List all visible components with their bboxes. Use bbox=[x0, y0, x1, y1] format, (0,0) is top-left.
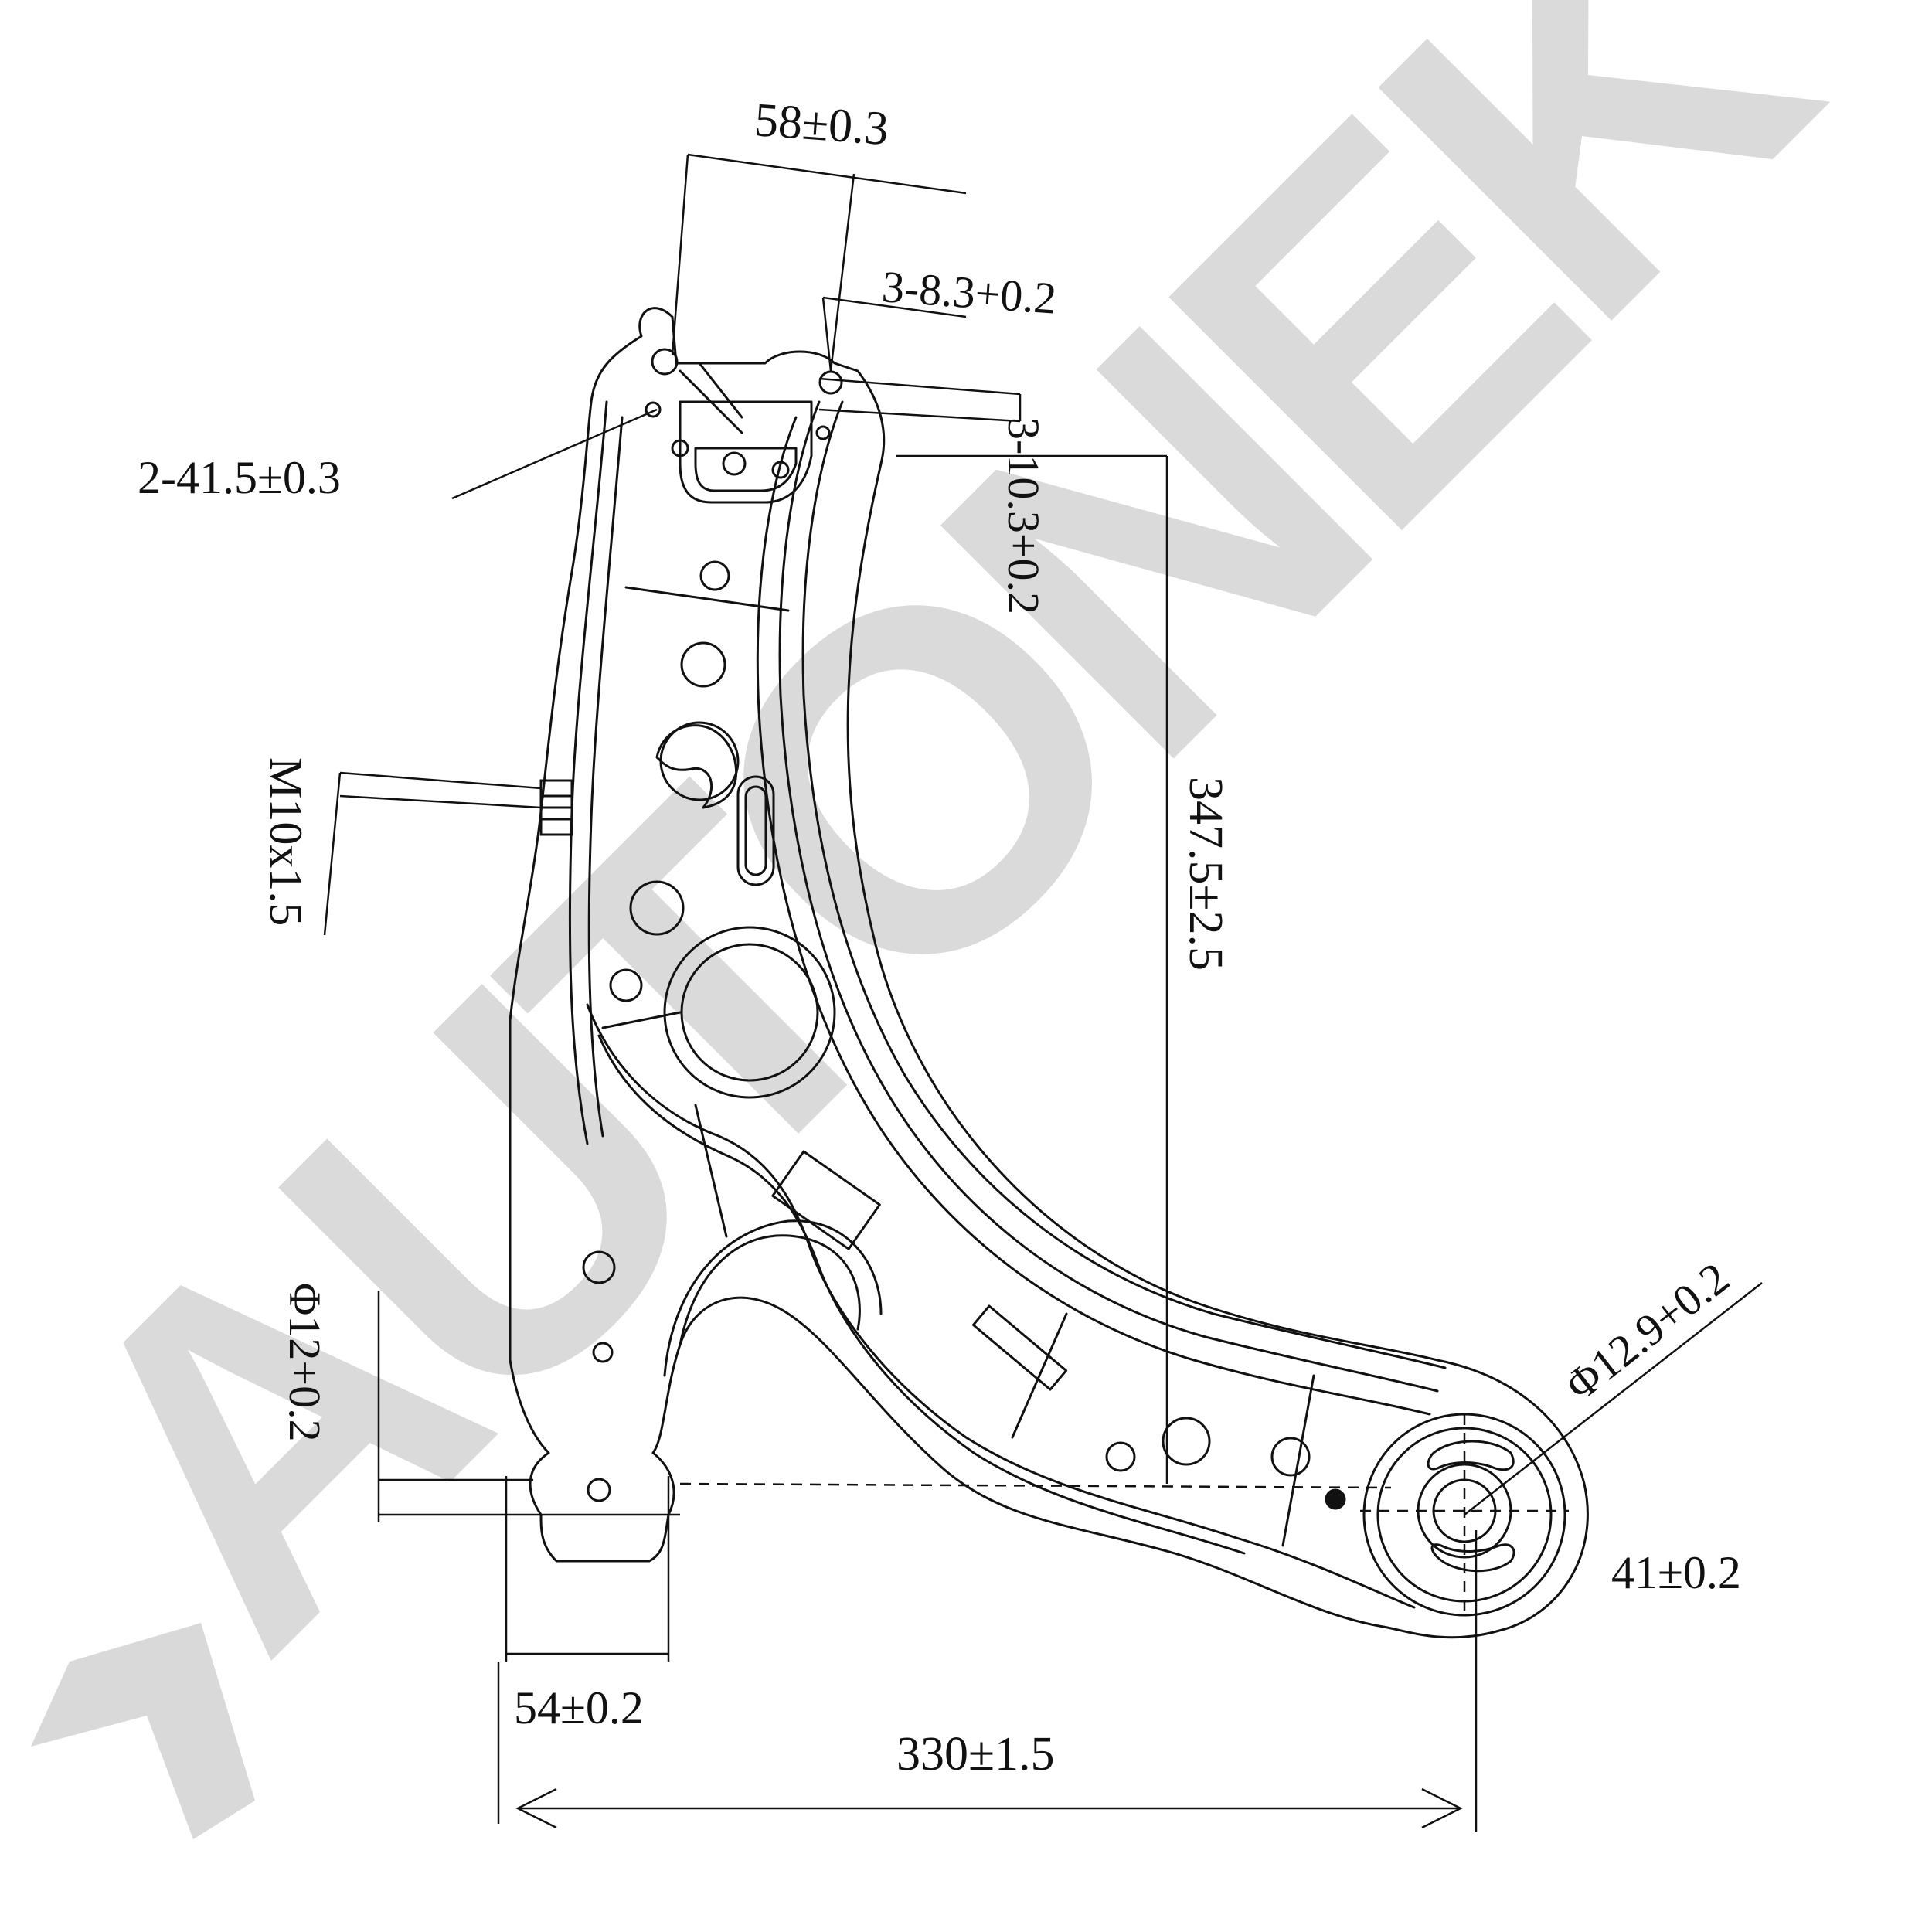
top-hole-small bbox=[815, 425, 831, 440]
arm-lower-inner-edge-2 bbox=[597, 1034, 1246, 1555]
hole-3 bbox=[659, 721, 740, 801]
arm-outer-contour bbox=[509, 307, 1589, 1639]
dim-overall-length: 330±1.5 bbox=[896, 1728, 1055, 1781]
slot-opening-inner bbox=[744, 785, 767, 876]
arm-inner-rib-5 bbox=[756, 416, 1431, 1416]
top-hole-center bbox=[722, 451, 747, 476]
hole-10 bbox=[1270, 1437, 1311, 1477]
dim-thread: M10x1.5 bbox=[260, 757, 311, 926]
hole-2 bbox=[680, 641, 726, 688]
arm-inner-rib-2 bbox=[587, 416, 624, 1138]
dim-bottom-pin-dia: Φ12+0.2 bbox=[280, 1283, 330, 1442]
hole-1 bbox=[699, 560, 730, 591]
large-hole-inner bbox=[680, 943, 819, 1082]
pin-hole bbox=[587, 1478, 611, 1502]
bushing-kidney-top bbox=[1427, 1440, 1515, 1471]
watermark-chevron bbox=[31, 1623, 255, 1839]
dim-pin-width: 54±0.2 bbox=[514, 1682, 644, 1733]
top-bracket bbox=[679, 400, 813, 504]
dim-top-width: 58±0.3 bbox=[753, 94, 890, 155]
top-hole-small-3 bbox=[671, 439, 689, 457]
dim-left-holes: 2-41.5±0.3 bbox=[138, 452, 341, 503]
dim-bushing-dia: Φ12.9+0.2 bbox=[1556, 1253, 1738, 1411]
hole-9 bbox=[1105, 1441, 1136, 1472]
arm-pin-curve bbox=[679, 1234, 861, 1346]
top-hole-right bbox=[818, 370, 843, 395]
hole-6 bbox=[582, 1250, 616, 1284]
hole-7 bbox=[592, 1342, 614, 1363]
arm-section-line-2 bbox=[601, 1011, 682, 1029]
top-hole-small-2 bbox=[645, 401, 662, 418]
large-hole-outer bbox=[663, 926, 836, 1099]
dim-height: 347.5±2.5 bbox=[1179, 777, 1232, 971]
stamp-rect-1 bbox=[771, 1150, 881, 1250]
top-hole-small-4 bbox=[771, 461, 790, 479]
dim-bushing-width: 41±0.2 bbox=[1611, 1547, 1741, 1598]
arm-section-line-4 bbox=[1011, 1312, 1068, 1439]
dim-right-holes: 3-10.3+0.2 bbox=[998, 417, 1049, 614]
top-bracket-inner bbox=[694, 447, 798, 492]
hole-8 bbox=[1162, 1417, 1211, 1466]
slot-opening bbox=[736, 775, 775, 886]
hole-5 bbox=[609, 968, 643, 1002]
arm-pin-curve-2 bbox=[663, 1219, 883, 1377]
arm-lower-inner-edge bbox=[586, 1003, 1416, 1609]
arm-section-line-5 bbox=[1281, 1374, 1315, 1547]
arm-inner-rib-4 bbox=[801, 400, 1447, 1369]
hole-4 bbox=[629, 880, 685, 936]
dim-top-holes: 3-8.3+0.2 bbox=[880, 261, 1058, 324]
bushing-kidney-bottom bbox=[1430, 1543, 1515, 1573]
top-hole-left bbox=[651, 348, 679, 376]
arm-section-line-3 bbox=[694, 1104, 728, 1238]
hole-3-crescent bbox=[655, 724, 738, 809]
stamp-rect-2 bbox=[971, 1304, 1068, 1391]
arm-inner-rib-3 bbox=[778, 400, 1439, 1393]
dimension-lines bbox=[323, 153, 1763, 1832]
hole-11 bbox=[1325, 1488, 1346, 1510]
arm-section-line-1 bbox=[624, 586, 790, 612]
top-slot-line bbox=[679, 362, 743, 434]
